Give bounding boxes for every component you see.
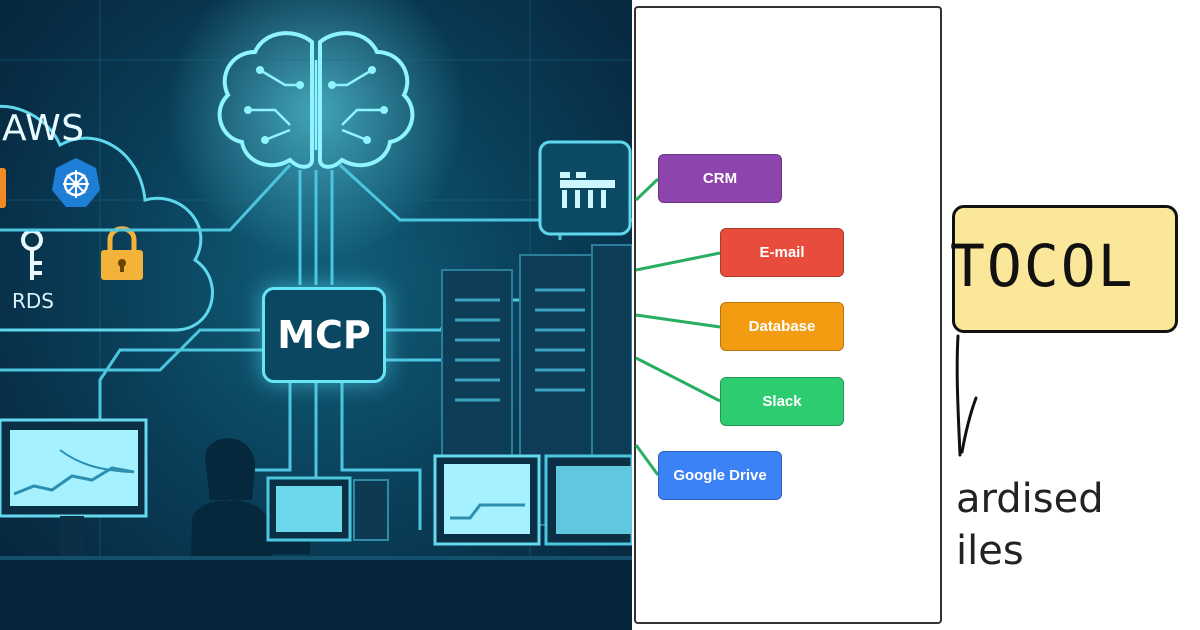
orange-service-icon bbox=[0, 168, 6, 208]
node-google-drive-label: Google Drive bbox=[673, 467, 767, 484]
node-slack-label: Slack bbox=[762, 393, 802, 410]
monitor-center bbox=[266, 476, 389, 542]
sketch-text-line-1: ardised bbox=[956, 476, 1104, 522]
lock-icon bbox=[101, 226, 143, 280]
node-google-drive[interactable]: Google Drive bbox=[658, 451, 782, 500]
node-database[interactable]: Database bbox=[720, 302, 844, 351]
cloud-shape bbox=[0, 104, 214, 332]
aws-label: AWS bbox=[2, 108, 85, 149]
node-email[interactable]: E-mail bbox=[720, 228, 844, 277]
sketch-text-line-2: iles bbox=[956, 528, 1024, 574]
node-database-label: Database bbox=[748, 318, 816, 335]
desk bbox=[0, 556, 632, 630]
node-crm[interactable]: CRM bbox=[658, 154, 782, 203]
circuit-background bbox=[0, 0, 632, 630]
node-slack[interactable]: Slack bbox=[720, 377, 844, 426]
mcp-hub: MCP bbox=[262, 287, 386, 383]
node-crm-label: CRM bbox=[702, 170, 738, 187]
key-icon bbox=[21, 229, 43, 280]
node-email-label: E-mail bbox=[759, 244, 805, 261]
protocol-box-text: TOCOL bbox=[950, 232, 1135, 300]
brain-icon bbox=[217, 31, 415, 169]
monitor-left bbox=[0, 418, 148, 556]
protocol-box bbox=[952, 205, 1178, 333]
mcp-hub-label: MCP bbox=[277, 313, 371, 357]
mcp-illustration: AWS RDS MCP bbox=[0, 0, 632, 630]
monitor-right bbox=[433, 454, 632, 546]
rds-label: RDS bbox=[12, 289, 54, 313]
